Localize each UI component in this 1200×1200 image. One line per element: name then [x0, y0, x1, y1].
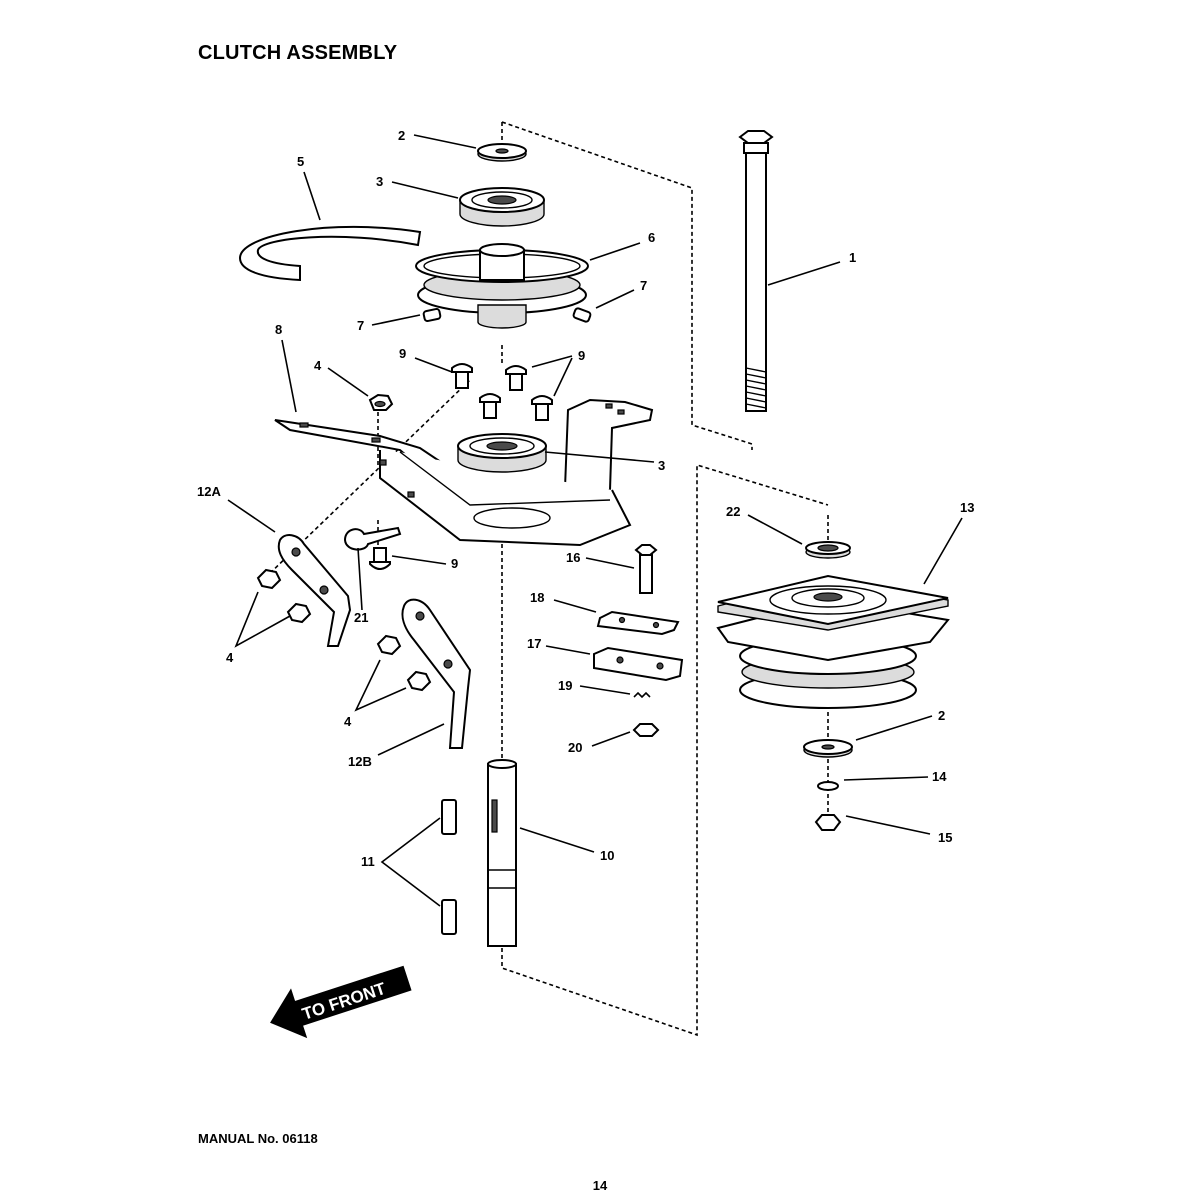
- callout-labels: 1 2 2 3 3 4 4 4 5 6 7 7 8 9 9 9 10 11 12…: [197, 128, 974, 869]
- callout-22: 22: [726, 504, 740, 519]
- callout-9-right: 9: [578, 348, 585, 363]
- callout-9-left: 9: [399, 346, 406, 361]
- callout-12b: 12B: [348, 754, 372, 769]
- part-4-nuts-middle: [376, 634, 432, 692]
- part-8-bracket: [274, 398, 654, 547]
- callout-10: 10: [600, 848, 614, 863]
- callout-17: 17: [527, 636, 541, 651]
- page-number: 14: [592, 1178, 608, 1193]
- part-20-nut: [632, 723, 660, 737]
- callout-16: 16: [566, 550, 580, 565]
- callout-5: 5: [297, 154, 304, 169]
- callout-4-mid: 4: [344, 714, 352, 729]
- callout-4-left: 4: [226, 650, 234, 665]
- part-9-carriage-bolts: [369, 363, 553, 570]
- part-10-shaft: [487, 759, 517, 947]
- callout-6: 6: [648, 230, 655, 245]
- callout-21: 21: [354, 610, 368, 625]
- assembly-guide-lines: [264, 121, 829, 1037]
- part-12a-arm: [277, 534, 352, 647]
- leader-lines: [227, 134, 963, 907]
- part-5-belt: [238, 225, 422, 282]
- part-6-pulley: [415, 243, 589, 329]
- callout-13: 13: [960, 500, 974, 515]
- callout-18: 18: [530, 590, 544, 605]
- callout-19: 19: [558, 678, 572, 693]
- callout-11: 11: [361, 854, 375, 869]
- callout-2-right: 2: [938, 708, 945, 723]
- callout-7-left: 7: [357, 318, 364, 333]
- callout-3-right: 3: [658, 458, 665, 473]
- callout-20: 20: [568, 740, 582, 755]
- callout-15: 15: [938, 830, 952, 845]
- callout-7-right: 7: [640, 278, 647, 293]
- callout-3-top: 3: [376, 174, 383, 189]
- part-19-spring: [633, 691, 651, 699]
- manual-number: MANUAL No. 06118: [198, 1131, 318, 1146]
- part-1-long-bolt: [738, 130, 774, 412]
- part-3-bearing-lower: [457, 433, 547, 473]
- to-front-arrow: TO FRONT: [270, 965, 412, 1039]
- part-22-spacer: [805, 541, 851, 559]
- part-4-nuts-left: [256, 568, 312, 624]
- part-3-bearing-top: [459, 187, 545, 227]
- callout-1: 1: [849, 250, 856, 265]
- part-18-plate: [596, 610, 680, 636]
- part-14-lock-washer: [817, 781, 839, 791]
- part-2-washer-top: [477, 143, 527, 162]
- callout-4-nut: 4: [314, 358, 322, 373]
- part-15-nut: [814, 814, 842, 831]
- part-4-nut-top: [368, 393, 394, 411]
- callout-2-top: 2: [398, 128, 405, 143]
- part-13-electric-clutch: [716, 574, 950, 709]
- callout-12a: 12A: [197, 484, 221, 499]
- page-title: CLUTCH ASSEMBLY: [198, 42, 398, 64]
- part-17-block: [593, 646, 684, 682]
- callout-14: 14: [932, 769, 947, 784]
- part-11-keys: [441, 799, 457, 935]
- callout-9-low: 9: [451, 556, 458, 571]
- part-12b-arm: [401, 598, 472, 749]
- part-16-bolt: [634, 544, 658, 594]
- part-21-clip: [343, 526, 402, 551]
- part-7-set-screws: [422, 307, 592, 323]
- part-2-washer-right: [803, 739, 853, 758]
- callout-8: 8: [275, 322, 282, 337]
